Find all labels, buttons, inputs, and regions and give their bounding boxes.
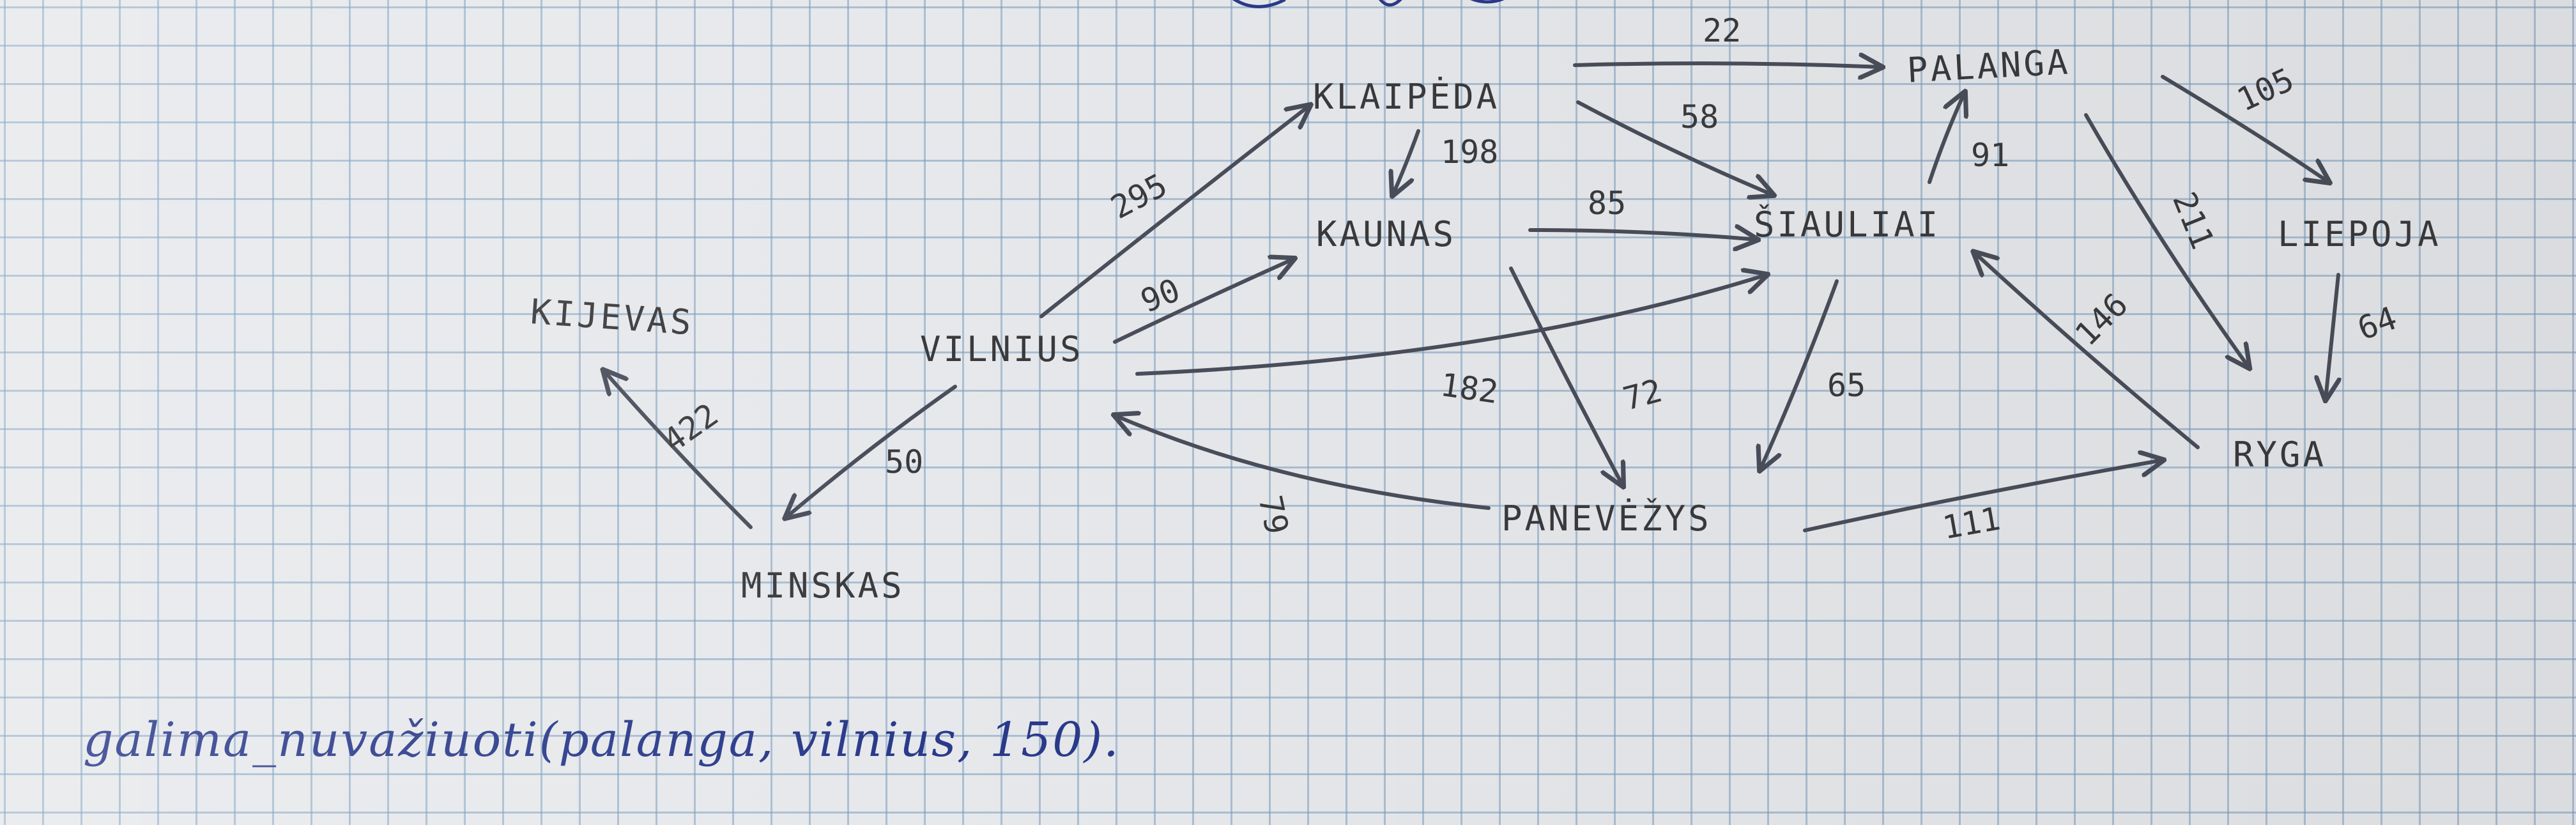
edge-palanga-liepoja [2161,75,2329,182]
weight-palanga-liepoja: 105 [2232,61,2299,119]
node-vilnius: VILNIUS [920,329,1084,369]
node-panevezys: PANEVĖŽYS [1501,498,1712,539]
node-palanga: PALANGA [1906,42,2071,90]
weight-minskas-kijevas: 422 [656,396,724,459]
edge-liepoja-ryga [2326,273,2338,399]
nodes: KLAIPĖDA PALANGA KAUNAS ŠIAULIAI LIEPOJA… [529,42,2441,606]
edge-weights: 22 105 58 198 295 85 91 211 64 146 90 18… [656,12,2402,546]
edge-vilnius-minskas [786,385,957,518]
edge-minskas-kijevas [604,371,753,529]
edges [604,63,2338,532]
weight-vilnius-klaipeda: 295 [1105,166,1173,226]
handwritten-query: galima_nuvažiuoti(palanga, vilnius, 150)… [83,713,1120,767]
edge-siauliai-palanga [1928,93,1965,184]
weight-klaipeda-kaunas: 198 [1441,134,1498,171]
weight-vilnius-siauliai: 182 [1438,366,1501,411]
top-ink-scribble [1232,0,1505,8]
weight-siauliai-panevezys: 65 [1827,367,1866,404]
edge-panevezys-vilnius [1115,415,1491,510]
edge-palanga-ryga [2084,113,2249,367]
node-siauliai: ŠIAULIAI [1754,204,1940,245]
weight-ryga-siauliai: 146 [2068,286,2135,353]
weight-kaunas-panevezys: 72 [1619,372,1666,418]
edge-siauliai-panevezys [1760,279,1839,470]
edge-kaunas-siauliai [1528,230,1757,240]
edge-kaunas-panevezys [1509,266,1623,486]
node-ryga: RYGA [2233,435,2326,475]
edge-ryga-siauliai [1974,252,2200,449]
edge-klaipeda-siauliai [1576,100,1773,195]
node-minskas: MINSKAS [741,566,905,606]
edge-panevezys-ryga [1803,460,2163,532]
weight-klaipeda-siauliai: 58 [1680,98,1719,135]
weight-panevezys-ryga: 111 [1940,500,2003,546]
edge-vilnius-siauliai [1135,275,1767,376]
node-kaunas: KAUNAS [1316,214,1456,254]
weight-kaunas-siauliai: 85 [1588,185,1626,222]
weight-panevezys-vilnius: 79 [1252,492,1296,537]
weight-siauliai-palanga: 91 [1971,137,2009,174]
weight-vilnius-minskas: 50 [885,443,923,481]
edge-vilnius-klaipeda [1039,105,1310,318]
edge-klaipeda-palanga [1573,63,1882,67]
weight-klaipeda-palanga: 22 [1703,12,1741,49]
weight-liepoja-ryga: 64 [2353,300,2402,348]
weight-palanga-ryga: 211 [2165,187,2221,254]
node-liepoja: LIEPOJA [2278,214,2441,254]
node-klaipeda: KLAIPĖDA [1313,77,1499,117]
edge-vilnius-kaunas [1113,259,1294,344]
edge-klaipeda-kaunas [1393,129,1420,195]
node-kijevas: KIJEVAS [529,291,694,343]
